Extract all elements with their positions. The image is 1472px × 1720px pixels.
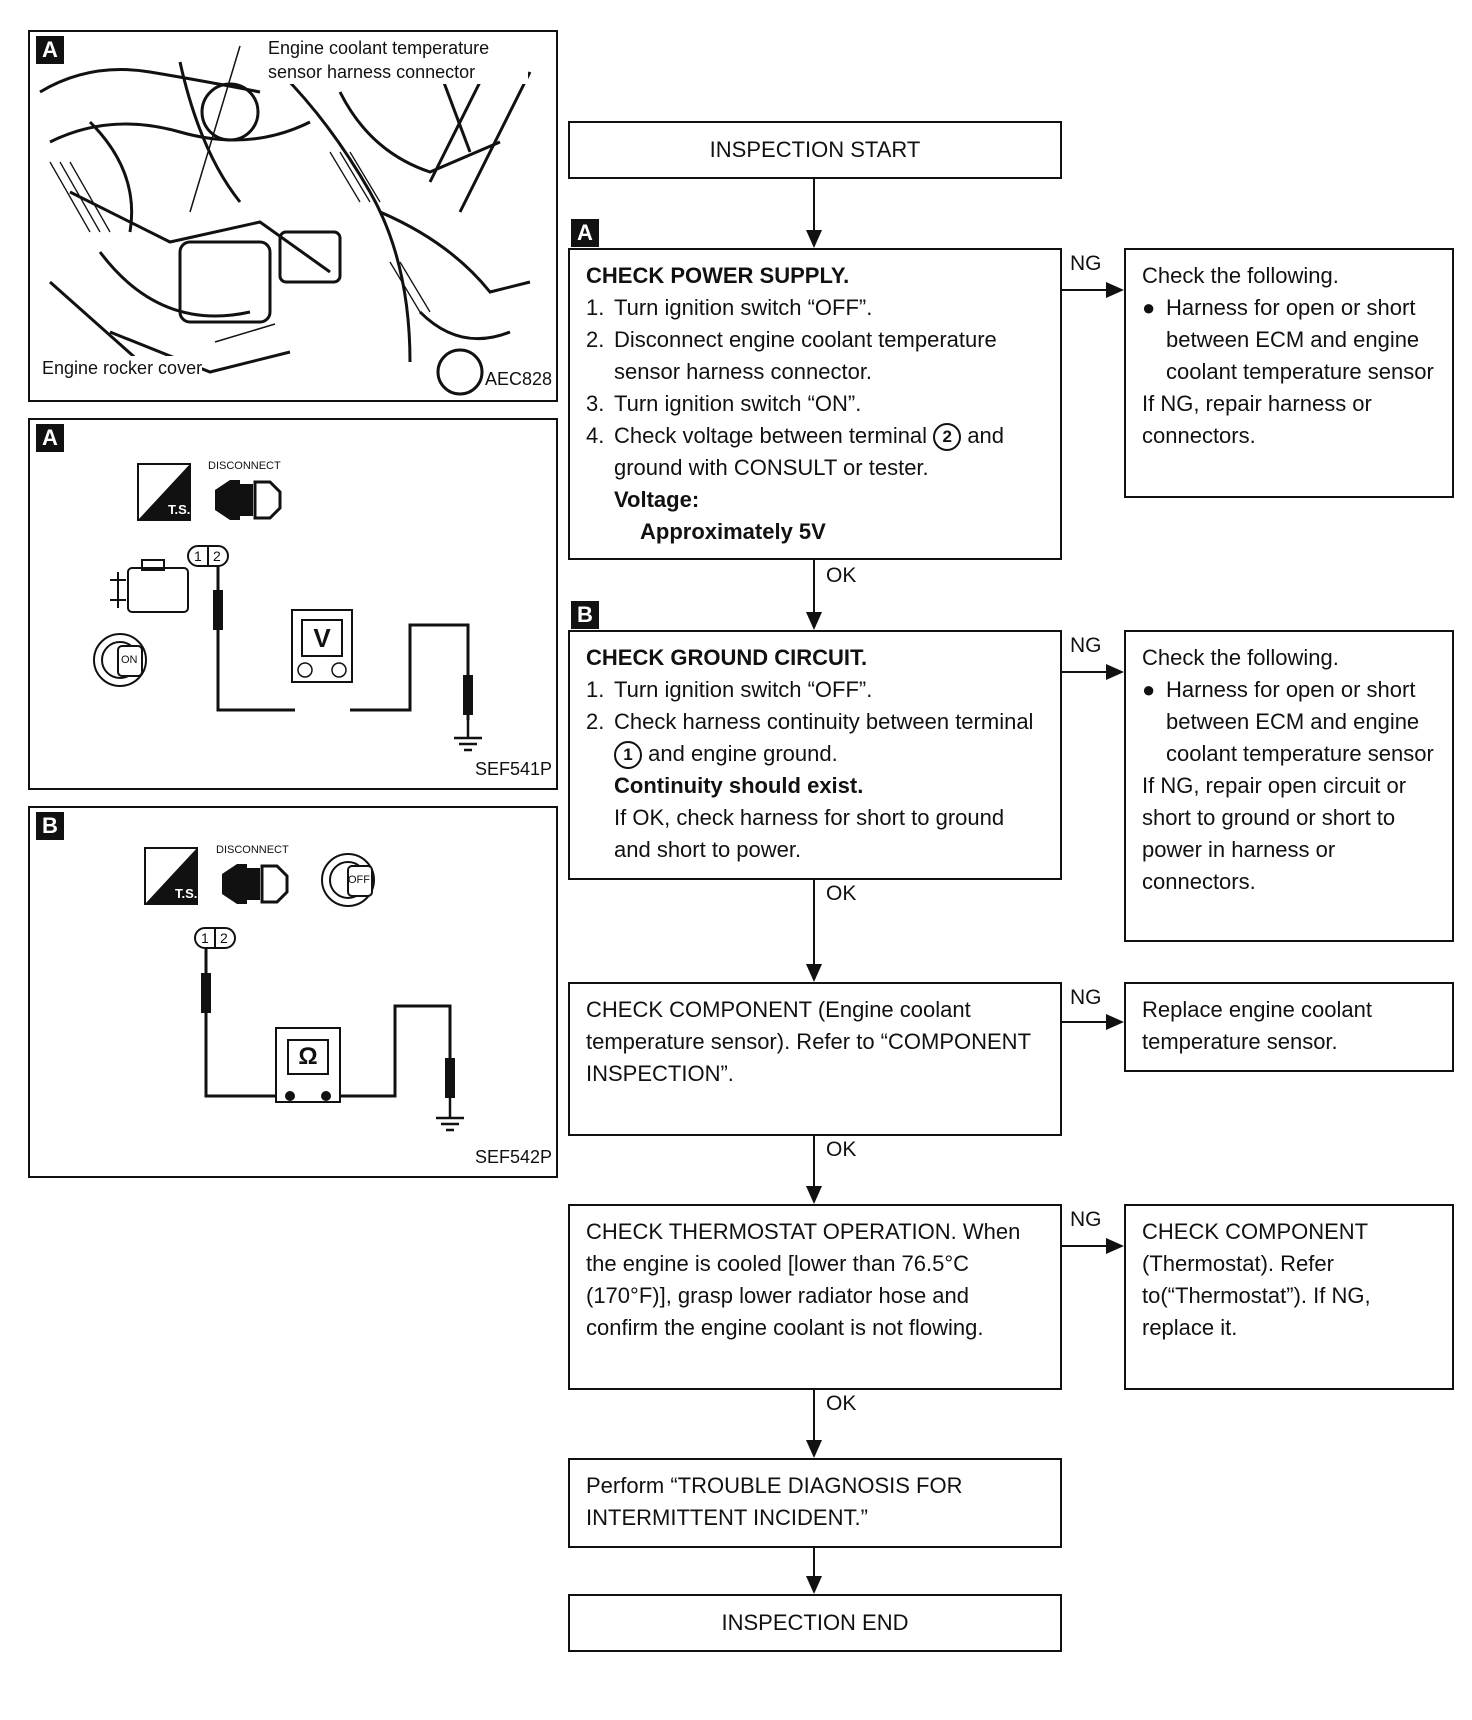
terminal-badge: 2 <box>933 423 962 452</box>
step-b-title: CHECK GROUND CIRCUIT. <box>586 645 868 670</box>
step-a-item: 2.Disconnect engine coolant temperature … <box>586 327 997 384</box>
voltage-spec-value: Approximately 5V <box>640 519 826 544</box>
connector-callout: Engine coolant temperature sensor harnes… <box>268 36 528 84</box>
step-b-item: 2.Check harness continuity between termi… <box>586 706 1044 770</box>
ts-icon <box>137 463 191 521</box>
step-a-ng-label: NG <box>1070 252 1102 275</box>
step-a-tag: A <box>571 219 599 247</box>
step-b-note: If OK, check harness for short to ground… <box>614 805 1005 862</box>
intermittent-incident-box: Perform “TROUBLE DIAGNOSIS FOR INTERMITT… <box>568 1458 1062 1548</box>
fig-a-ts-label: T.S. <box>168 502 191 517</box>
step-a-ng-box: Check the following. ●Harness for open o… <box>1124 248 1454 498</box>
step-a-ok-label: OK <box>826 564 857 587</box>
step-b-ng-box: Check the following. ●Harness for open o… <box>1124 630 1454 942</box>
step-d-ng-box: CHECK COMPONENT (Thermostat). Refer to(“… <box>1124 1204 1454 1390</box>
check-ground-circuit-box: CHECK GROUND CIRCUIT. 1.Turn ignition sw… <box>568 630 1062 880</box>
continuity-circuit-diagram <box>144 847 464 1132</box>
fig-a-disconnect-label: DISCONNECT <box>208 460 281 472</box>
step-a-item: 3.Turn ignition switch “ON”. <box>586 391 862 416</box>
fig-a-pin2: 2 <box>213 548 221 564</box>
step-b-ng-label: NG <box>1070 634 1102 657</box>
disconnect-icon <box>215 480 282 520</box>
ohmmeter-symbol: Ω <box>298 1043 318 1070</box>
terminal-badge: 1 <box>614 741 642 770</box>
fig-a-tag: A <box>36 424 64 452</box>
rocker-cover-callout: Engine rocker cover <box>42 356 203 380</box>
step-d-ok-label: OK <box>826 1392 857 1415</box>
fig-a-key-label: ON <box>121 654 138 666</box>
ignition-key-off-icon <box>321 853 375 907</box>
step-a-title: CHECK POWER SUPPLY. <box>586 263 850 288</box>
step-a-item: 4.Check voltage between terminal 2 and g… <box>586 423 1005 480</box>
step-c-ok-label: OK <box>826 1138 857 1161</box>
step-c-ng-label: NG <box>1070 986 1102 1009</box>
fig-a-pin1: 1 <box>194 548 202 564</box>
fig-b-ts-label: T.S. <box>175 886 198 901</box>
disconnect-icon <box>222 864 289 904</box>
voltmeter-symbol: V <box>313 623 331 653</box>
step-c-ng-box: Replace engine coolant temperature senso… <box>1124 982 1454 1072</box>
fig-b-pin2: 2 <box>220 930 228 946</box>
voltage-check-figure: A DISCONNECT T.S. 1 2 V ON SEF541P <box>28 418 558 790</box>
step-b-item: 1.Turn ignition switch “OFF”. <box>586 677 873 702</box>
voltage-spec-label: Voltage: <box>614 487 700 512</box>
step-b-tag: B <box>571 601 599 629</box>
continuity-check-figure: B DISCONNECT T.S. OFF 1 2 Ω SEF542P <box>28 806 558 1178</box>
engine-icon <box>110 559 189 613</box>
check-thermostat-box: CHECK THERMOSTAT OPERATION. When the eng… <box>568 1204 1062 1390</box>
fig-b-pin1: 1 <box>201 930 209 946</box>
step-b-ok-label: OK <box>826 882 857 905</box>
engine-illustration <box>39 41 532 396</box>
voltage-circuit-diagram <box>93 463 482 752</box>
fig-b-key-label: OFF <box>348 874 370 886</box>
photo-tag: A <box>36 36 64 64</box>
fig-b-disconnect-label: DISCONNECT <box>216 844 289 856</box>
inspection-end-box: INSPECTION END <box>568 1594 1062 1652</box>
step-d-ng-label: NG <box>1070 1208 1102 1231</box>
fig-b-id: SEF542P <box>474 1147 552 1167</box>
ts-icon <box>144 847 198 905</box>
ignition-key-on-icon <box>93 633 147 687</box>
step-a-item: 1.Turn ignition switch “OFF”. <box>586 295 873 320</box>
inspection-start-box: INSPECTION START <box>568 121 1062 179</box>
engine-photo-figure: A Engine coolant temperature sensor harn… <box>28 30 558 402</box>
continuity-spec: Continuity should exist. <box>614 773 864 798</box>
fig-b-tag: B <box>36 812 64 840</box>
check-power-supply-box: CHECK POWER SUPPLY. 1.Turn ignition swit… <box>568 248 1062 560</box>
fig-a-id: SEF541P <box>474 759 552 779</box>
check-component-box: CHECK COMPONENT (Engine coolant temperat… <box>568 982 1062 1136</box>
photo-fig-id: AEC828 <box>484 369 552 389</box>
